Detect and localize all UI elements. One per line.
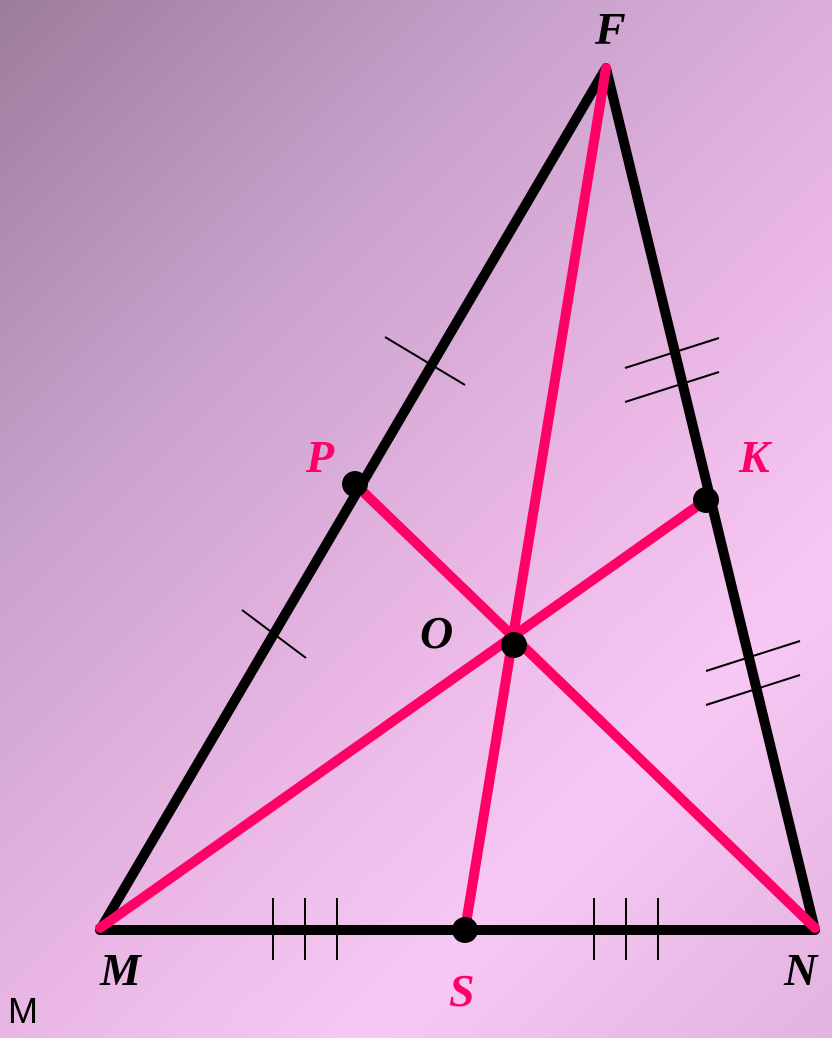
tick-fn-upper-2 [624,371,720,403]
tick-mf-lower [241,609,307,659]
caption-text: M [8,990,38,1031]
label-m: M [99,944,143,995]
median-fs [460,63,611,935]
label-n: N [783,944,819,995]
label-p: P [305,431,335,482]
median-mk [95,495,711,933]
label-k: K [738,431,773,482]
point-o [501,632,527,658]
point-s [452,917,478,943]
label-o: O [420,607,453,658]
tick-mf-upper [384,336,466,386]
tick-fn-upper-1 [624,337,720,369]
side-mf [95,63,611,935]
median-np [350,479,820,933]
label-s: S [449,965,475,1016]
point-p [342,471,368,497]
label-f: F [594,3,626,54]
tick-fn-lower-2 [705,674,801,706]
tick-fn-lower-1 [705,640,801,672]
point-k [693,487,719,513]
